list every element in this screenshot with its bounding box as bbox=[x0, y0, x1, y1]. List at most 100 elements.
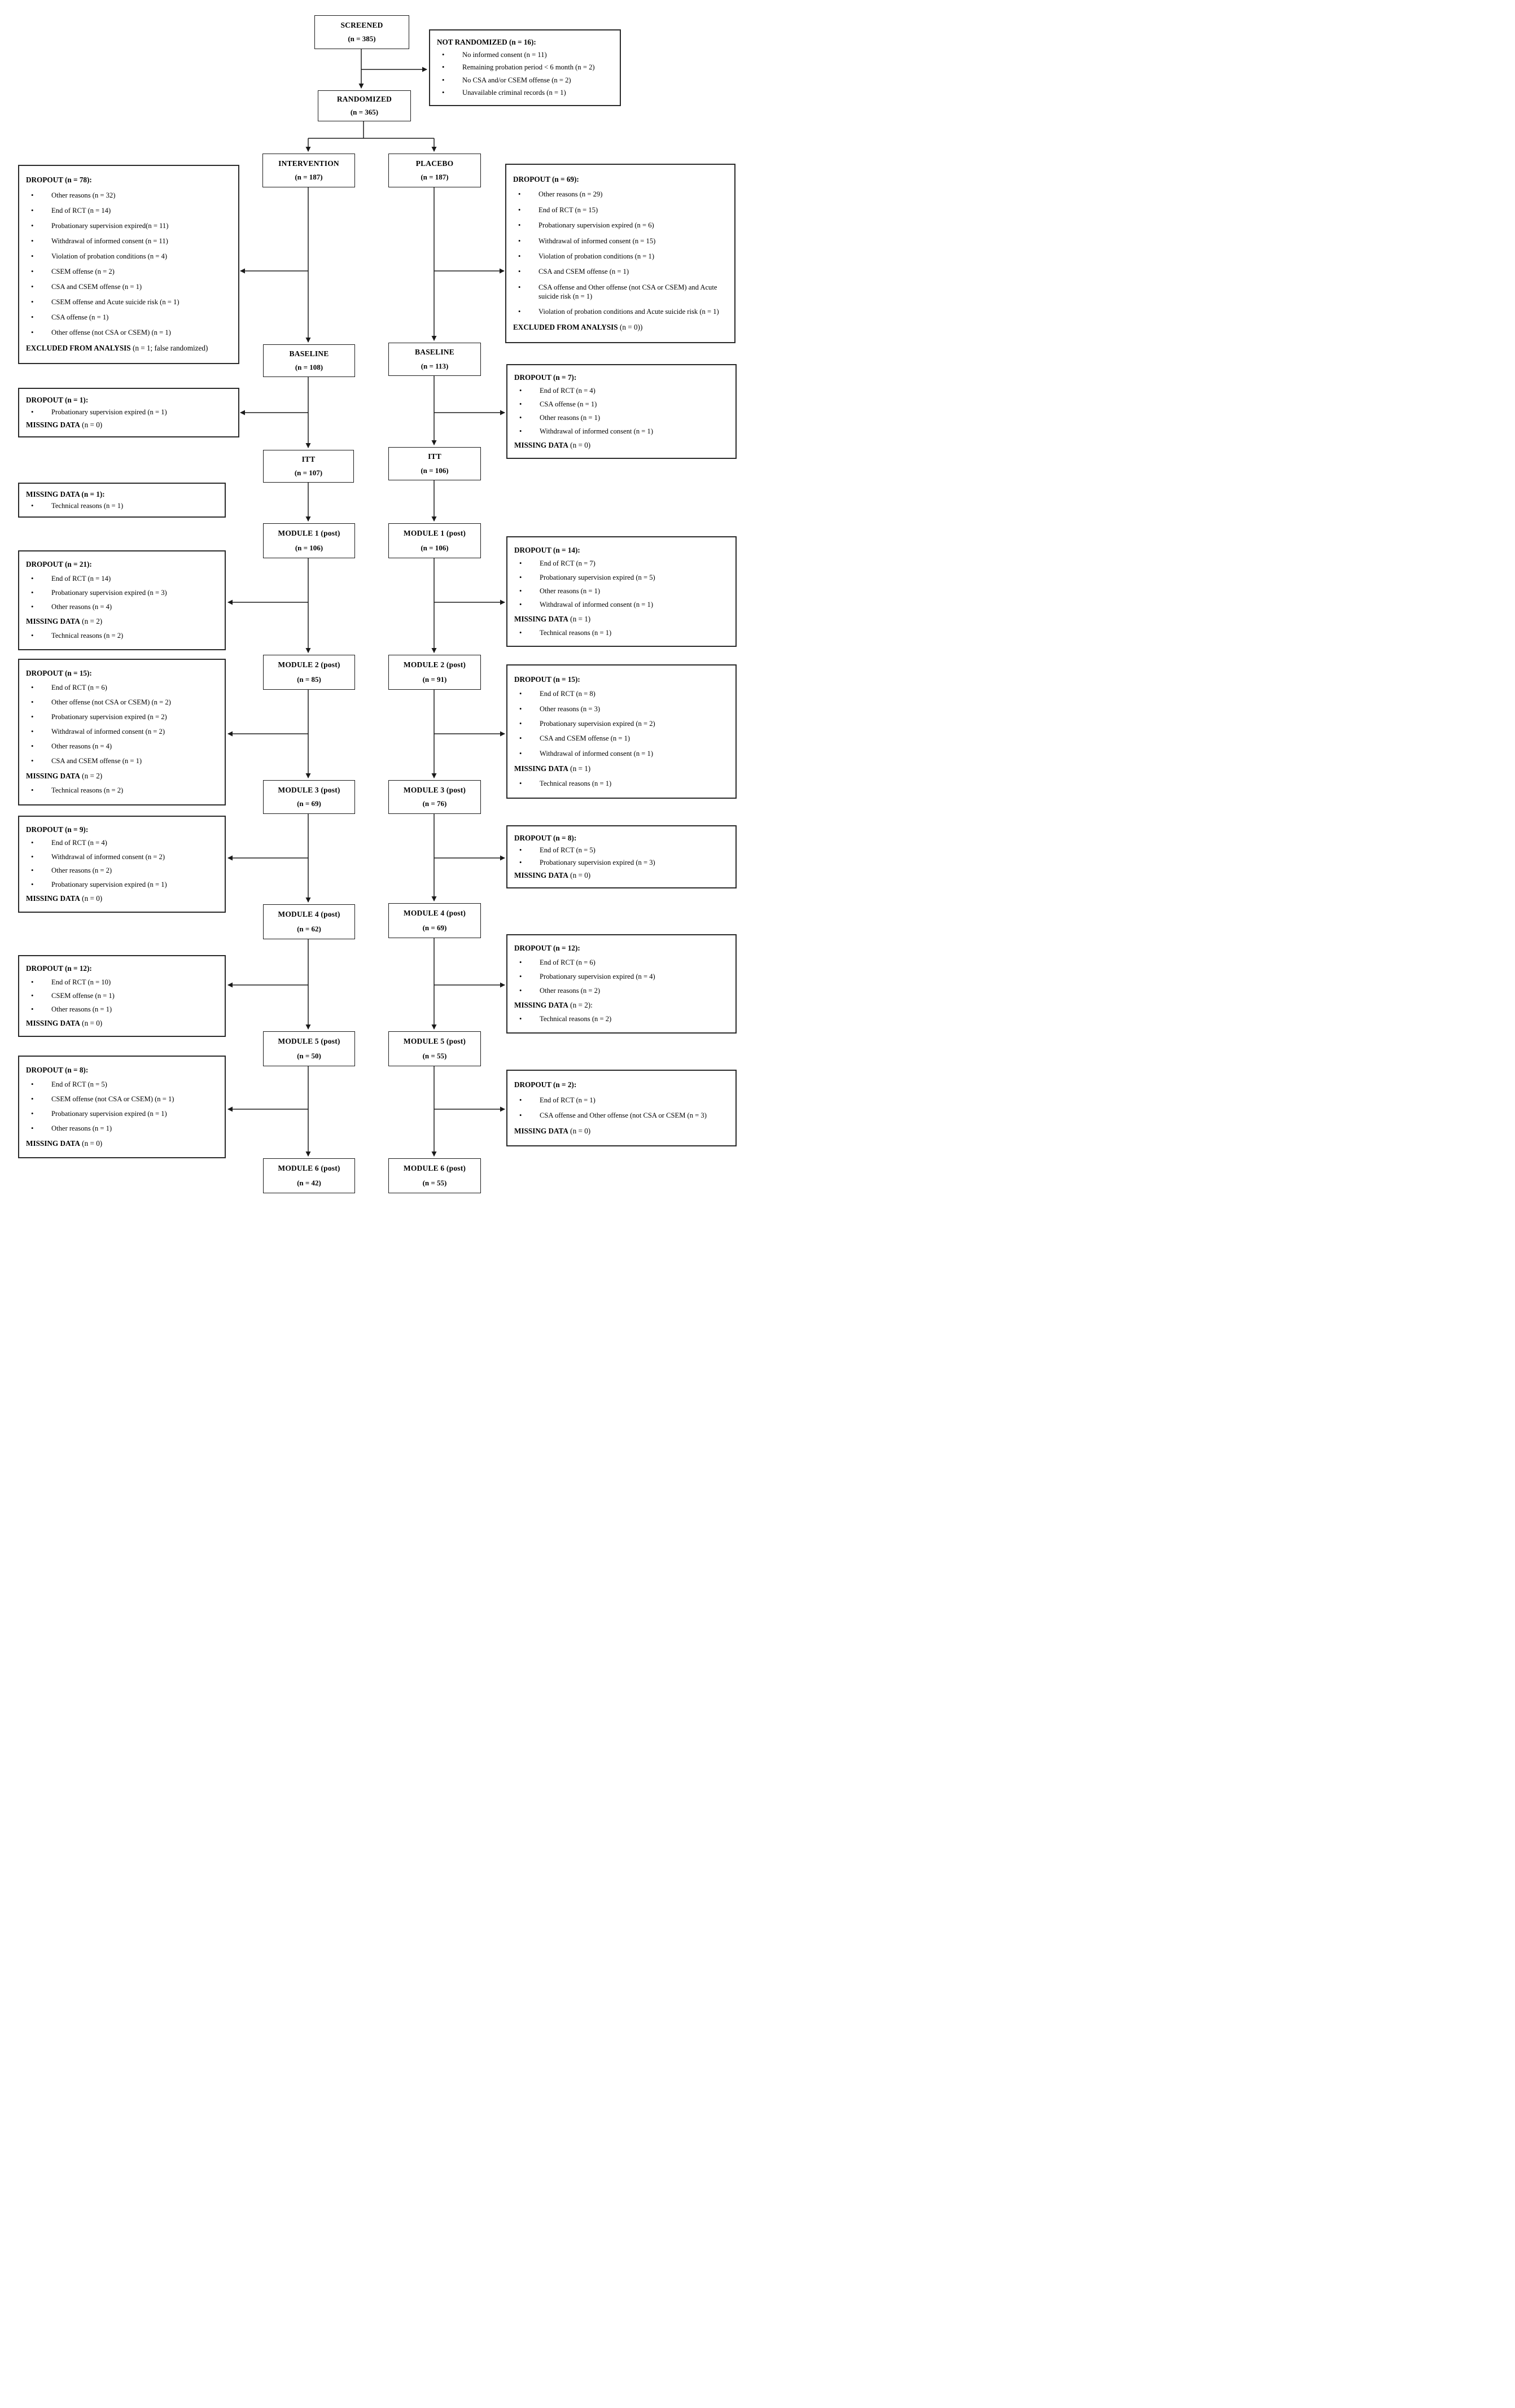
sidebox-bullet-item: •CSA offense and Other offense (not CSA … bbox=[514, 1111, 729, 1120]
node-title: MODULE 3 (post) bbox=[403, 785, 466, 794]
sidebox-bullet-item: •No CSA and/or CSEM offense (n = 2) bbox=[437, 76, 613, 85]
bullet-icon: • bbox=[31, 313, 34, 322]
bullet-icon: • bbox=[518, 237, 521, 245]
sidebox-header: DROPOUT (n = 12): bbox=[26, 964, 92, 973]
bullet-icon: • bbox=[31, 298, 34, 307]
sidebox-bullet-item: •Other reasons (n = 32) bbox=[26, 191, 231, 200]
bullet-icon: • bbox=[31, 852, 34, 861]
sidebox-bullet-item: •End of RCT (n = 7) bbox=[514, 559, 729, 568]
sidebox-bullet-item: •End of RCT (n = 5) bbox=[26, 1080, 218, 1089]
flow-node-module3-intervention: MODULE 3 (post) (n = 69) bbox=[263, 780, 355, 814]
node-title: MODULE 5 (post) bbox=[278, 1037, 340, 1046]
sidebox-header: MISSING DATA (n = 1): bbox=[26, 489, 105, 498]
sidebox-bullet-item: •Withdrawal of informed consent (n = 1) bbox=[514, 750, 729, 759]
sidebox-bullet-item: •Other reasons (n = 4) bbox=[26, 742, 218, 751]
bullet-icon: • bbox=[519, 1014, 522, 1023]
sidebox-subheader: MISSING DATA (n = 0) bbox=[26, 1139, 103, 1148]
node-title: SCREENED bbox=[340, 20, 383, 29]
bullet-icon: • bbox=[31, 501, 34, 510]
node-count: (n = 385) bbox=[348, 34, 376, 43]
sidebox-subheader: EXCLUDED FROM ANALYSIS (n = 1; false ran… bbox=[26, 344, 208, 353]
bullet-text: Other reasons (n = 2) bbox=[540, 986, 601, 995]
flow-node-baseline-intervention: BASELINE (n = 108) bbox=[263, 344, 355, 377]
sidebox-dropout-placebo-2: DROPOUT (n = 2):•End of RCT (n = 1)•CSA … bbox=[506, 1070, 737, 1146]
sidebox-bullet-item: •CSEM offense and Acute suicide risk (n … bbox=[26, 298, 231, 307]
sidebox-subheader: MISSING DATA (n = 0) bbox=[514, 440, 591, 449]
bullet-text: CSA and CSEM offense (n = 1) bbox=[538, 268, 629, 276]
bullet-text: Technical reasons (n = 2) bbox=[540, 1014, 612, 1023]
bullet-text: End of RCT (n = 10) bbox=[51, 978, 111, 986]
sidebox-bullet-item: •CSA offense (n = 1) bbox=[26, 313, 231, 322]
sidebox-header: DROPOUT (n = 14): bbox=[514, 545, 580, 554]
bullet-text: Probationary supervision expired (n = 4) bbox=[540, 972, 655, 980]
bullet-text: Withdrawal of informed consent (n = 2) bbox=[51, 728, 165, 736]
flow-node-intervention: INTERVENTION (n = 187) bbox=[262, 154, 355, 187]
bullet-text: Violation of probation conditions and Ac… bbox=[538, 307, 719, 316]
node-title: MODULE 1 (post) bbox=[403, 529, 466, 538]
bullet-text: Technical reasons (n = 1) bbox=[540, 628, 612, 637]
bullet-text: Withdrawal of informed consent (n = 1) bbox=[540, 601, 654, 609]
bullet-text: Other offense (not CSA or CSEM) (n = 1) bbox=[51, 329, 171, 337]
node-title: ITT bbox=[301, 455, 316, 463]
bullet-text: No informed consent (n = 11) bbox=[462, 50, 547, 59]
sidebox-bullet-item: •Violation of probation conditions (n = … bbox=[26, 252, 231, 261]
bullet-icon: • bbox=[31, 268, 34, 276]
sidebox-dropout-intervention-78: DROPOUT (n = 78):•Other reasons (n = 32)… bbox=[18, 165, 239, 364]
sidebox-bullet-item: •Other reasons (n = 1) bbox=[514, 587, 729, 596]
flow-node-screened: SCREENED (n = 385) bbox=[314, 15, 409, 49]
bullet-icon: • bbox=[519, 719, 522, 728]
sidebox-subheader: MISSING DATA (n = 0) bbox=[26, 894, 103, 903]
node-title: MODULE 6 (post) bbox=[403, 1164, 466, 1173]
sidebox-bullet-item: •Withdrawal of informed consent (n = 11) bbox=[26, 237, 231, 246]
sidebox-subheader: MISSING DATA (n = 0) bbox=[26, 420, 103, 429]
node-title: MODULE 2 (post) bbox=[403, 660, 466, 669]
node-count: (n = 55) bbox=[422, 1051, 447, 1060]
sidebox-header: DROPOUT (n = 69): bbox=[513, 174, 579, 183]
node-count: (n = 113) bbox=[421, 361, 449, 370]
sidebox-dropout-placebo-7: DROPOUT (n = 7):•End of RCT (n = 4)•CSA … bbox=[506, 364, 737, 459]
bullet-text: Withdrawal of informed consent (n = 2) bbox=[51, 852, 165, 861]
sidebox-dropout-intervention-8: DROPOUT (n = 8):•End of RCT (n = 5)•CSEM… bbox=[18, 1056, 226, 1158]
flow-node-module5-placebo: MODULE 5 (post) (n = 55) bbox=[388, 1031, 481, 1066]
sidebox-bullet-item: •Violation of probation conditions and A… bbox=[513, 308, 728, 317]
bullet-text: Withdrawal of informed consent (n = 11) bbox=[51, 237, 168, 245]
node-title: MODULE 3 (post) bbox=[278, 785, 340, 794]
sidebox-header: NOT RANDOMIZED (n = 16): bbox=[437, 37, 536, 46]
sidebox-subheader: MISSING DATA (n = 1) bbox=[514, 764, 591, 773]
bullet-icon: • bbox=[518, 283, 521, 291]
bullet-text: End of RCT (n = 15) bbox=[538, 205, 598, 214]
sidebox-bullet-item: •Probationary supervision expired (n = 4… bbox=[514, 973, 729, 982]
bullet-icon: • bbox=[518, 205, 521, 214]
node-title: BASELINE bbox=[289, 349, 329, 358]
bullet-icon: • bbox=[519, 400, 522, 409]
bullet-icon: • bbox=[518, 268, 521, 276]
node-title: BASELINE bbox=[415, 348, 454, 357]
bullet-text: Violation of probation conditions (n = 4… bbox=[51, 252, 168, 260]
sidebox-dropout-intervention-12: DROPOUT (n = 12):•End of RCT (n = 10)•CS… bbox=[18, 955, 226, 1037]
bullet-icon: • bbox=[519, 601, 522, 609]
bullet-text: Probationary supervision expired (n = 6) bbox=[538, 221, 654, 230]
sidebox-subheader: MISSING DATA (n = 1) bbox=[514, 614, 591, 623]
bullet-text: CSA and CSEM offense (n = 1) bbox=[540, 734, 630, 743]
sidebox-bullet-item: •Other reasons (n = 2) bbox=[26, 866, 218, 875]
sidebox-header: DROPOUT (n = 15): bbox=[514, 675, 580, 684]
sidebox-bullet-item: •Other reasons (n = 4) bbox=[26, 603, 218, 612]
flow-node-module2-intervention: MODULE 2 (post) (n = 85) bbox=[263, 655, 355, 690]
bullet-icon: • bbox=[31, 839, 34, 847]
bullet-text: Technical reasons (n = 2) bbox=[51, 631, 124, 640]
node-count: (n = 85) bbox=[297, 675, 321, 684]
bullet-text: Violation of probation conditions (n = 1… bbox=[538, 252, 655, 260]
bullet-icon: • bbox=[518, 221, 521, 230]
bullet-icon: • bbox=[31, 978, 34, 986]
sidebox-bullet-item: •End of RCT (n = 14) bbox=[26, 207, 231, 216]
node-title: RANDOMIZED bbox=[336, 95, 392, 103]
sidebox-bullet-item: •Probationary supervision expired (n = 1… bbox=[26, 1110, 218, 1119]
flow-connector-lines bbox=[227, 48, 505, 1157]
sidebox-bullet-item: •Technical reasons (n = 1) bbox=[514, 629, 729, 638]
bullet-icon: • bbox=[519, 1111, 522, 1119]
node-count: (n = 69) bbox=[297, 799, 321, 808]
bullet-text: Other reasons (n = 4) bbox=[51, 742, 112, 750]
sidebox-subheader: MISSING DATA (n = 0) bbox=[514, 871, 591, 880]
sidebox-bullet-item: • CSA and CSEM offense (n = 1) bbox=[513, 268, 728, 277]
bullet-icon: • bbox=[519, 779, 522, 787]
